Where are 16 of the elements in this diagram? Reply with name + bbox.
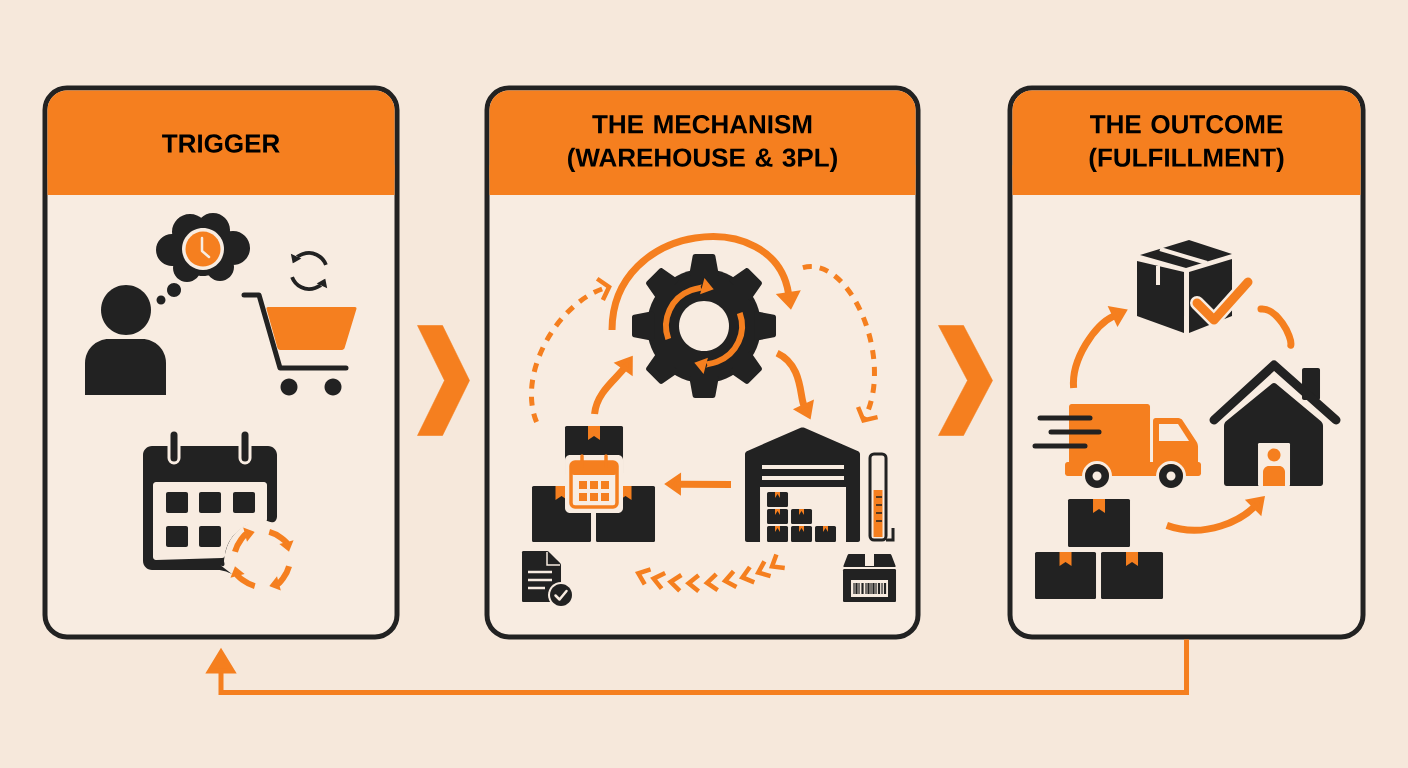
dashed-arrow [528,276,612,423]
arrow [1165,496,1265,534]
panel-header: THE OUTCOME (FULFILLMENT) [1012,90,1361,195]
arrow [205,639,1189,695]
boxes-calendar-icon [532,426,655,542]
house-icon [1209,360,1341,486]
box-stack-icon [1035,499,1163,599]
package-check-icon [1137,240,1255,333]
truck-icon [1032,404,1201,488]
chevron-arrow [938,325,993,436]
dashed-arrow [802,264,879,423]
panel-header: TRIGGER [47,90,395,195]
gear-icon [632,254,776,398]
warehouse-icon [745,427,860,542]
panel-header: THE MECHANISM (WAREHOUSE & 3PL) [489,90,916,195]
chevron-arrow [417,325,470,436]
